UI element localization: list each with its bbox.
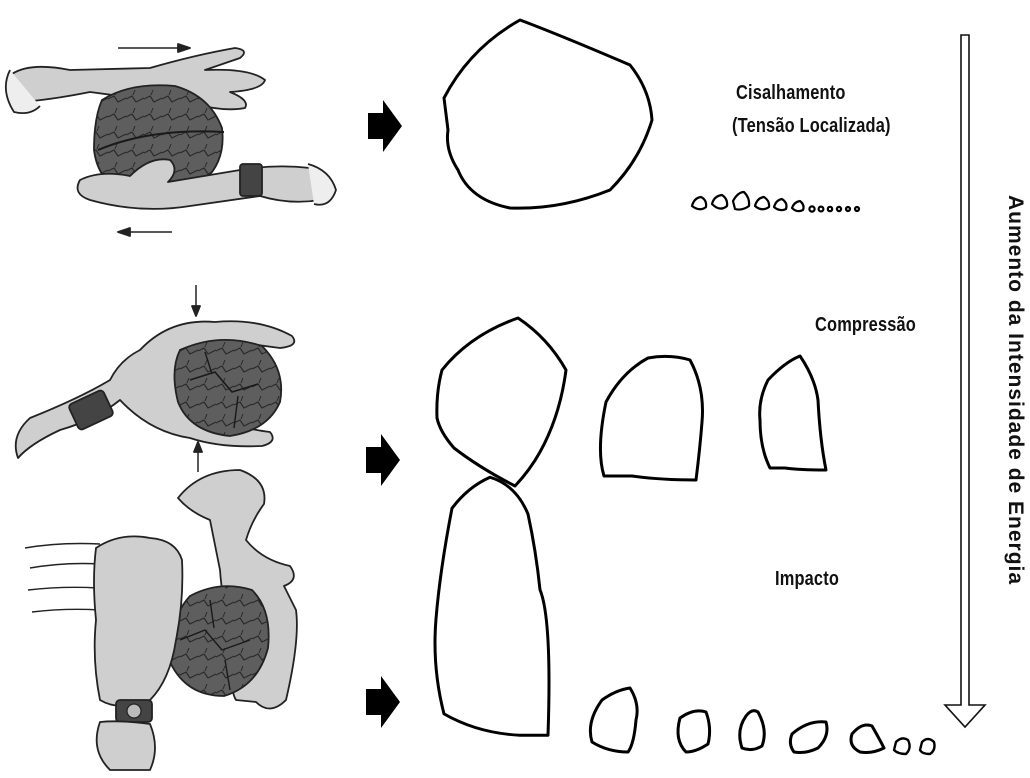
compression-top-arrow — [192, 285, 200, 316]
right-arrow-icon — [368, 100, 402, 152]
right-arrow-icon — [366, 434, 400, 486]
impact-fist — [94, 536, 182, 706]
impact-particles — [435, 477, 935, 754]
shear-large-particle — [444, 20, 652, 208]
compression-particles — [437, 318, 826, 486]
compression-bottom-arrow — [194, 442, 202, 472]
energy-axis-label: Aumento da Intensidade de Energia — [1003, 195, 1027, 585]
shear-fine-particles — [692, 192, 859, 212]
impact-speed-lines — [25, 544, 100, 613]
shear-sublabel: (Tensão Localizada) — [732, 115, 891, 138]
compression-illustration — [16, 285, 295, 472]
shear-top-arrow — [118, 44, 190, 52]
compression-label: Compressão — [815, 314, 916, 337]
shear-bottom-arrow — [118, 228, 172, 236]
shear-illustration — [6, 44, 336, 236]
down-arrow-icon — [945, 35, 985, 727]
impact-illustration — [25, 470, 297, 770]
impact-label: Impacto — [775, 568, 839, 591]
shear-label: Cisalhamento — [736, 82, 846, 105]
stage-arrows — [366, 100, 402, 728]
right-arrow-icon — [366, 676, 400, 728]
